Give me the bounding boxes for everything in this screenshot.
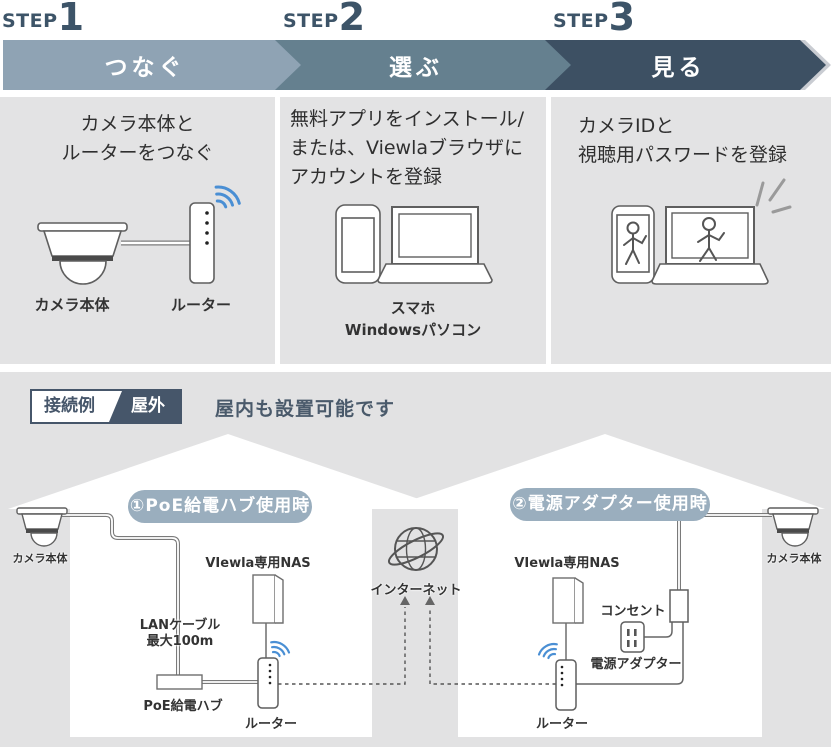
caption-windows-pc: Windowsパソコン — [344, 321, 482, 339]
left-wifi-icon — [270, 640, 291, 658]
right-dome-camera-icon — [767, 507, 819, 547]
adapter-router-line — [576, 622, 684, 685]
step-2-panel: 無料アプリをインストール/ または、Viewlaブラウザに アカウントを登録 ス… — [280, 97, 546, 364]
right-router-label: ルーター — [535, 717, 589, 732]
step-3-panel: カメラIDと 視聴用パスワードを登録 — [551, 97, 831, 364]
left-dome-camera-icon — [16, 507, 68, 547]
internet-links — [278, 607, 556, 685]
step-1-word: STEP — [2, 10, 58, 33]
step-1-number: 1 — [57, 0, 85, 39]
right-arrowhead — [425, 596, 435, 605]
banner-step-1: つなぐ — [3, 40, 301, 90]
wifi-icon — [214, 185, 241, 209]
step-3-word: STEP — [553, 10, 609, 33]
router-icon — [189, 202, 215, 284]
left-nas-icon — [252, 574, 284, 624]
poe-hub-icon — [156, 674, 203, 690]
step-1-illustration — [37, 185, 241, 285]
indoor-note: 屋内も設置可能です — [215, 398, 396, 420]
left-arrowhead — [400, 596, 410, 605]
step-3-number: 3 — [608, 0, 636, 39]
left-house-shape — [8, 434, 448, 737]
right-router-icon — [555, 659, 577, 711]
badge-outdoor: 屋外 — [109, 391, 180, 422]
caption-smartphone: スマホ — [390, 299, 436, 317]
caption-camera: カメラ本体 — [34, 296, 110, 314]
banner-step-2: 選ぶ — [275, 40, 571, 90]
right-house-shape — [385, 434, 825, 737]
laptop-icon — [377, 206, 493, 284]
right-wifi-icon — [537, 642, 558, 660]
banner-step-3: 見る — [545, 40, 826, 90]
step-2-number: 2 — [338, 0, 366, 39]
power-adapter-pill: ②電源アダプター使用時 — [510, 488, 710, 521]
connection-example-section: 接続例 屋外 屋内も設置可能です ①PoE給電ハブ使用時 ②電源アダプター使用時… — [0, 372, 831, 747]
poe-hub-pill: ①PoE給電ハブ使用時 — [128, 490, 312, 523]
outlet-icon — [620, 621, 645, 653]
badge-connection-example: 接続例 — [44, 396, 95, 416]
adapter-outlet-line — [644, 622, 673, 638]
step-3-description: カメラIDと 視聴用パスワードを登録 — [578, 115, 788, 166]
right-nas-label: VIewla専用NAS — [514, 556, 620, 571]
smartphone-icon — [335, 204, 381, 284]
left-router-label: ルーター — [244, 717, 298, 732]
caption-router: ルーター — [170, 296, 232, 314]
adapter-label: 電源アダプター — [590, 657, 682, 672]
left-nas-label: VIewla専用NAS — [205, 556, 311, 571]
step-1-panel: カメラ本体と ルーターをつなぐ — [0, 97, 275, 364]
step-3-illustration — [611, 178, 792, 285]
person-in-phone-icon — [623, 221, 647, 265]
lan-cable-label: LANケーブル 最大100m — [139, 618, 221, 649]
internet-label: インターネット — [370, 583, 462, 598]
left-lan-cable — [62, 513, 258, 684]
internet-globe-icon — [387, 527, 445, 571]
step-2-word: STEP — [283, 10, 339, 33]
outlet-label: コンセント — [600, 604, 666, 619]
step-1-description: カメラ本体と ルーターをつなぐ — [61, 113, 214, 164]
power-adapter-icon — [669, 589, 689, 623]
connection-diagram — [8, 434, 825, 737]
left-camera-label: カメラ本体 — [12, 552, 68, 565]
emphasis-marks-icon — [755, 178, 792, 214]
person-in-laptop-icon — [697, 217, 725, 262]
right-nas-icon — [552, 577, 584, 624]
connection-example-badge: 接続例 屋外 — [30, 389, 182, 424]
left-router-icon — [257, 657, 279, 709]
poe-hub-label: PoE給電ハブ — [143, 699, 223, 714]
dome-camera-icon — [37, 222, 128, 285]
step-2-illustration — [335, 204, 493, 284]
step-2-description: 無料アプリをインストール/ または、Viewlaブラウザに アカウントを登録 — [290, 108, 525, 188]
laptop-viewer-icon — [651, 206, 769, 285]
smartphone-viewer-icon — [611, 205, 655, 284]
right-camera-label: カメラ本体 — [766, 552, 822, 565]
